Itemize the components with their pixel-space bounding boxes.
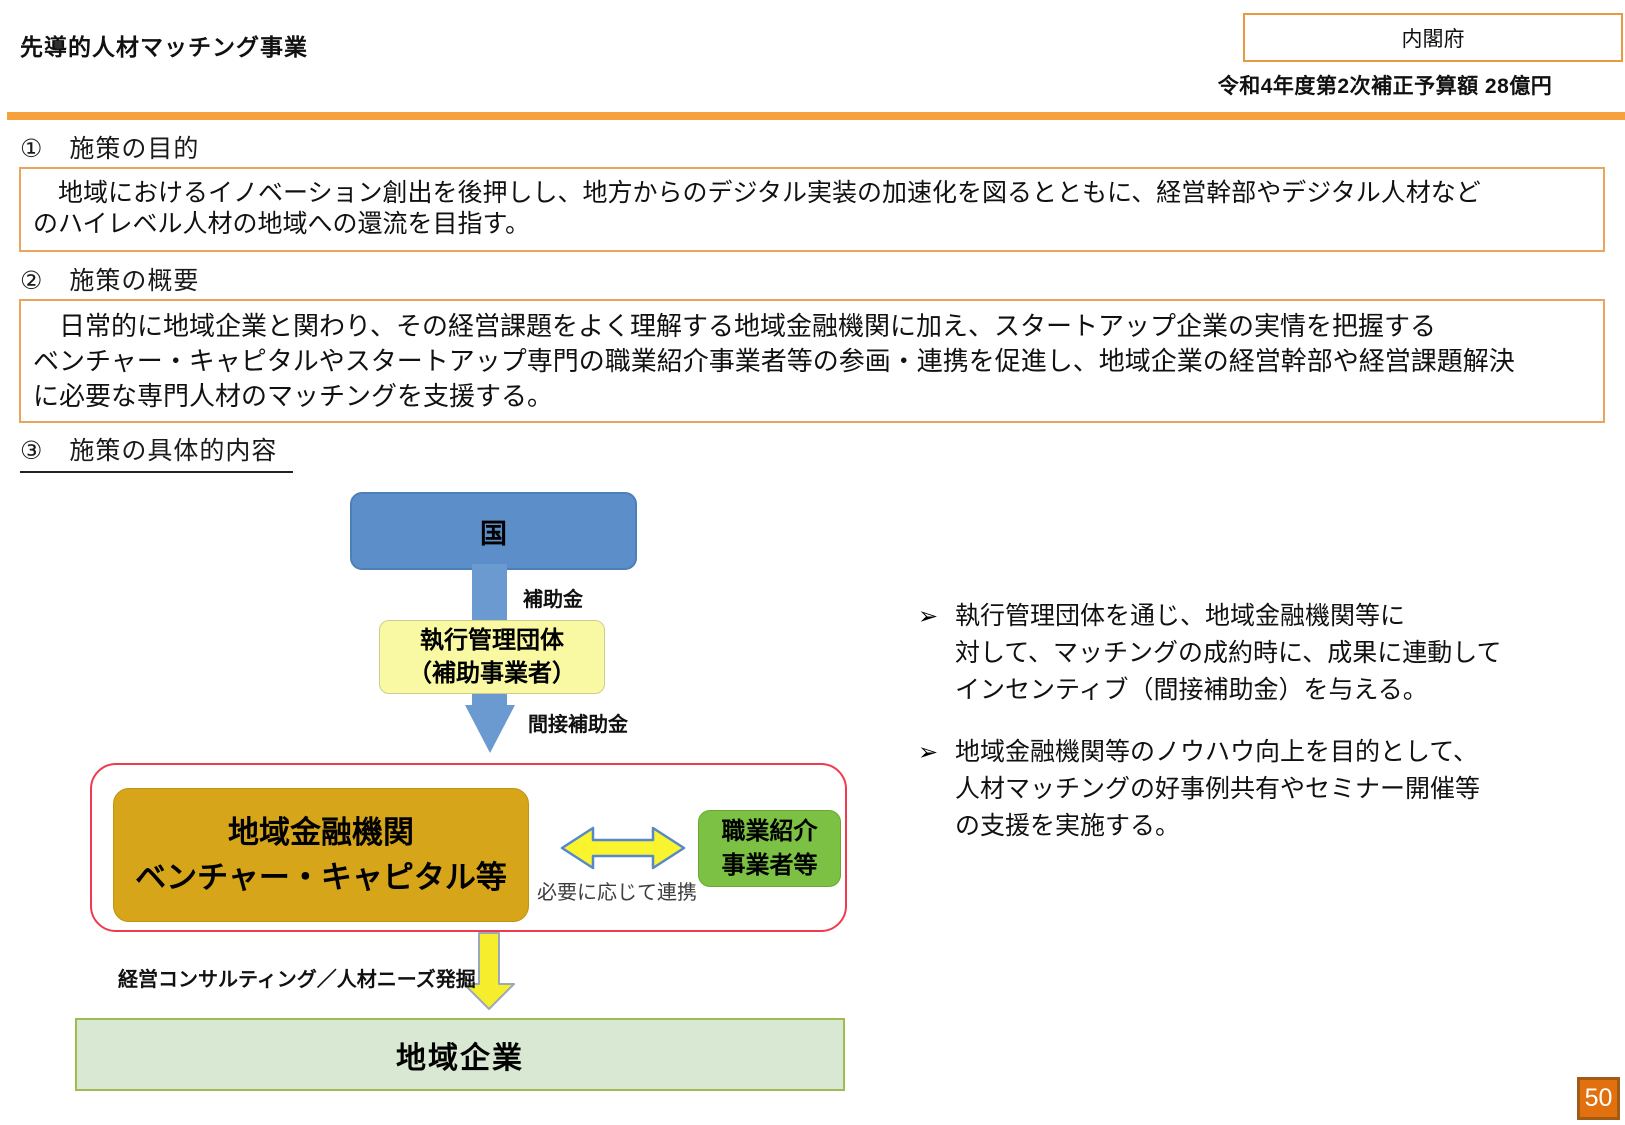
section3-heading: ③ 施策の具体的内容 bbox=[20, 431, 294, 473]
regional-finance-line2: ベンチャー・キャピタル等 bbox=[135, 860, 507, 895]
executing-agency-line2: （補助事業者） bbox=[408, 660, 576, 687]
list-item: ➢ 地域金融機関等のノウハウ向上を目的として、 人材マッチングの好事例共有やセミ… bbox=[918, 734, 1588, 845]
ministry-box: 内閣府 bbox=[1243, 13, 1623, 62]
indirect-subsidy-label: 間接補助金 bbox=[528, 714, 628, 736]
bullet-list: ➢ 執行管理団体を通じ、地域金融機関等に 対して、マッチングの成約時に、成果に連… bbox=[918, 598, 1588, 870]
subsidy-label: 補助金 bbox=[523, 589, 583, 611]
subsidy-flow-arrow-head-icon bbox=[465, 705, 515, 753]
regional-finance-box: 地域金融機関 ベンチャー・キャピタル等 bbox=[113, 788, 529, 922]
job-placement-line2: 事業者等 bbox=[721, 851, 818, 879]
arrow-bullet-icon: ➢ bbox=[918, 603, 939, 630]
section1-body-box: 地域におけるイノベーション創出を後押しし、地方からのデジタル実装の加速化を図ると… bbox=[19, 167, 1605, 252]
executing-agency-line1: 執行管理団体 bbox=[420, 627, 564, 654]
ministry-label: 内閣府 bbox=[1401, 27, 1465, 51]
national-government-box: 国 bbox=[350, 492, 637, 570]
list-item: ➢ 執行管理団体を通じ、地域金融機関等に 対して、マッチングの成約時に、成果に連… bbox=[918, 598, 1588, 709]
consulting-label: 経営コンサルティング／人材ニーズ発掘 bbox=[118, 969, 476, 991]
arrow-bullet-icon: ➢ bbox=[918, 739, 939, 766]
job-placement-box: 職業紹介 事業者等 bbox=[698, 810, 841, 887]
section2-heading: ② 施策の概要 bbox=[20, 261, 216, 303]
budget-label: 令和4年度第2次補正予算額 28億円 bbox=[1217, 75, 1553, 98]
consulting-down-arrow-icon bbox=[463, 932, 515, 1010]
bullet-text-1: 執行管理団体を通じ、地域金融機関等に 対して、マッチングの成約時に、成果に連動し… bbox=[955, 602, 1502, 704]
cooperation-label: 必要に応じて連携 bbox=[537, 882, 697, 904]
regional-company-band: 地域企業 bbox=[75, 1018, 845, 1091]
section1-heading: ① 施策の目的 bbox=[20, 129, 216, 171]
page-number-badge: 50 bbox=[1577, 1077, 1620, 1120]
cooperation-double-arrow-icon bbox=[560, 826, 686, 870]
job-placement-line1: 職業紹介 bbox=[721, 817, 818, 845]
header-divider bbox=[7, 112, 1625, 120]
section2-body-box: 日常的に地域企業と関わり、その経営課題をよく理解する地域金融機関に加え、スタート… bbox=[19, 299, 1605, 423]
partner-group-frame bbox=[90, 763, 847, 932]
bullet-text-2: 地域金融機関等のノウハウ向上を目的として、 人材マッチングの好事例共有やセミナー… bbox=[955, 738, 1481, 840]
executing-agency-box: 執行管理団体 （補助事業者） bbox=[379, 620, 605, 694]
page-title: 先導的人材マッチング事業 bbox=[20, 34, 308, 60]
regional-finance-line1: 地域金融機関 bbox=[228, 815, 414, 850]
